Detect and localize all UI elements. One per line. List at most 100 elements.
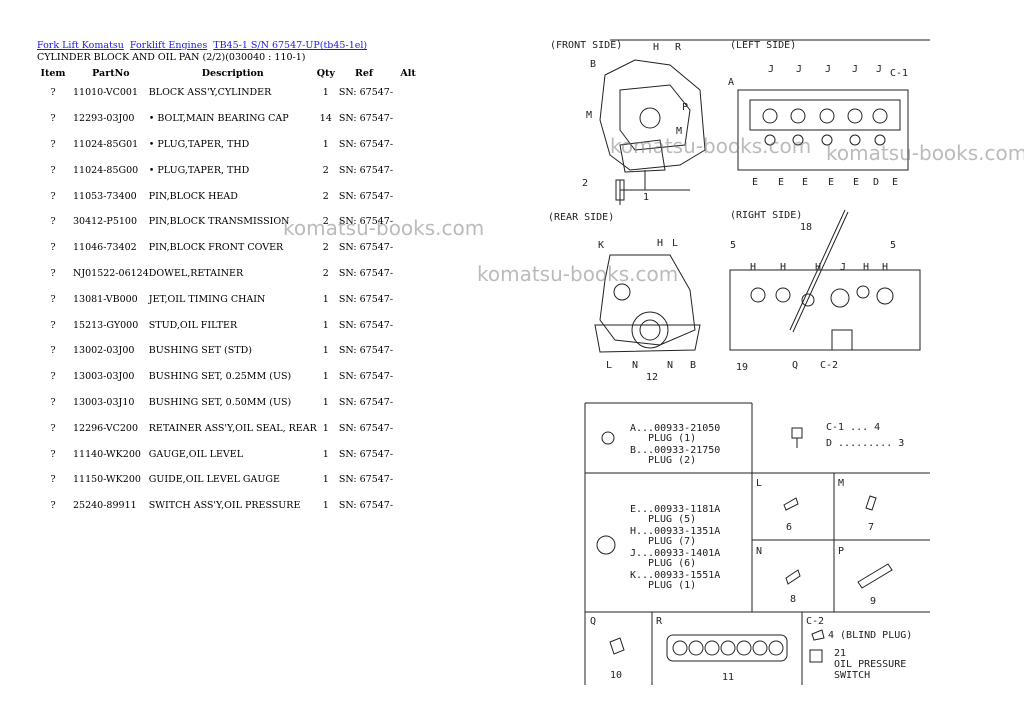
view-label-right: (RIGHT SIDE) bbox=[730, 210, 802, 221]
svg-text:D ......... 3: D ......... 3 bbox=[826, 438, 904, 449]
svg-text:E: E bbox=[853, 177, 859, 188]
svg-text:4 (BLIND PLUG): 4 (BLIND PLUG) bbox=[828, 630, 912, 641]
left-view-callouts: J J J J J C-1 A E E E E E D E bbox=[728, 64, 908, 188]
cell-qty: 2 bbox=[322, 267, 329, 279]
svg-text:B...00933-21750: B...00933-21750 bbox=[630, 445, 720, 456]
svg-text:K: K bbox=[598, 240, 604, 251]
breadcrumb-link-model[interactable]: TB45-1 S/N 67547-UP(tb45-1el) bbox=[213, 40, 368, 51]
cell-alt bbox=[393, 441, 423, 467]
cell-alt bbox=[393, 80, 423, 106]
cell-qty: 1 bbox=[322, 396, 329, 408]
svg-text:C-1: C-1 bbox=[890, 68, 908, 79]
cell-qty: 1 bbox=[322, 448, 329, 460]
svg-text:R: R bbox=[675, 42, 682, 53]
cell-ref: SN: 67547- bbox=[338, 113, 394, 125]
svg-text:J: J bbox=[825, 64, 831, 75]
svg-text:M: M bbox=[586, 110, 592, 121]
breadcrumb-link-fork-lift[interactable]: Fork Lift Komatsu bbox=[37, 40, 124, 51]
svg-text:K...00933-1551A: K...00933-1551A bbox=[630, 570, 720, 581]
svg-text:J: J bbox=[796, 64, 802, 75]
legend-cell-c2: C-2 4 (BLIND PLUG) 21 OIL PRESSURE SWITC… bbox=[806, 616, 912, 681]
svg-text:M: M bbox=[838, 478, 844, 489]
cell-ref: SN: 67547- bbox=[338, 371, 394, 383]
svg-text:H: H bbox=[815, 262, 821, 273]
front-view-callouts: H R B M P M 2 1 bbox=[582, 42, 688, 203]
cell-partno: 15213-GY000 bbox=[73, 319, 139, 331]
cell-ref: SN: 67547- bbox=[338, 242, 394, 254]
svg-text:A...00933-21050: A...00933-21050 bbox=[630, 423, 720, 434]
view-label-left: (LEFT SIDE) bbox=[730, 40, 796, 51]
svg-text:P: P bbox=[838, 546, 844, 557]
watermark-4: komatsu-books.com bbox=[477, 262, 679, 286]
cell-alt bbox=[393, 261, 423, 287]
cell-partno: 12296-VC200 bbox=[73, 422, 139, 434]
cell-description: PIN,BLOCK HEAD bbox=[148, 190, 238, 202]
cell-ref: SN: 67547- bbox=[338, 216, 394, 228]
svg-text:E: E bbox=[892, 177, 898, 188]
cell-description: • PLUG,TAPER, THD bbox=[148, 138, 250, 150]
breadcrumb-link-forklift-engines[interactable]: Forklift Engines bbox=[129, 40, 208, 51]
svg-text:C-2: C-2 bbox=[806, 616, 824, 627]
cell-description: GAUGE,OIL LEVEL bbox=[148, 448, 243, 460]
svg-text:PLUG (6): PLUG (6) bbox=[648, 558, 696, 569]
cell-alt bbox=[393, 364, 423, 390]
right-view-drawing bbox=[729, 209, 921, 351]
cell-qty: 1 bbox=[322, 87, 329, 99]
legend-cell-l: L 6 bbox=[756, 478, 799, 533]
svg-text:N: N bbox=[632, 360, 638, 371]
watermark-3: komatsu-books.com bbox=[283, 216, 485, 240]
cell-alt bbox=[393, 467, 423, 493]
cell-item: ? bbox=[50, 448, 56, 460]
watermark-1: komatsu-books.com bbox=[610, 134, 812, 158]
svg-text:J...00933-1401A: J...00933-1401A bbox=[630, 548, 720, 559]
cell-item: ? bbox=[50, 267, 56, 279]
svg-text:8: 8 bbox=[790, 594, 796, 605]
svg-text:21: 21 bbox=[834, 648, 846, 659]
legend-cd: C-1 ... 4 D ......... 3 bbox=[791, 422, 904, 449]
cell-item: ? bbox=[50, 396, 56, 408]
watermark-2: komatsu-books.com bbox=[826, 141, 1024, 165]
svg-text:M: M bbox=[676, 126, 682, 137]
svg-text:SWITCH: SWITCH bbox=[834, 670, 870, 681]
cell-partno: NJ01522-06124 bbox=[73, 267, 149, 279]
legend-ehjk: E...00933-1181A PLUG (5) H...00933-1351A… bbox=[596, 504, 720, 591]
cell-alt bbox=[393, 338, 423, 364]
svg-text:7: 7 bbox=[868, 522, 874, 533]
svg-text:H: H bbox=[882, 262, 888, 273]
header-alt: Alt bbox=[400, 67, 416, 79]
cell-ref: SN: 67547- bbox=[338, 190, 394, 202]
cell-item: ? bbox=[50, 293, 56, 305]
cell-item: ? bbox=[50, 319, 56, 331]
svg-text:L: L bbox=[756, 478, 762, 489]
cell-partno: 13002-03J00 bbox=[73, 345, 135, 357]
cell-qty: 2 bbox=[322, 242, 329, 254]
cell-qty: 1 bbox=[322, 138, 329, 150]
cell-partno: 13003-03J10 bbox=[73, 396, 135, 408]
svg-text:Q: Q bbox=[792, 360, 798, 371]
legend-cell-r: R 11 bbox=[656, 616, 788, 683]
svg-text:B: B bbox=[590, 59, 596, 70]
cell-description: GUIDE,OIL LEVEL GAUGE bbox=[148, 474, 280, 486]
cell-alt bbox=[393, 132, 423, 158]
legend-grid bbox=[584, 402, 930, 685]
svg-text:PLUG (2): PLUG (2) bbox=[648, 455, 696, 466]
cell-partno: 12293-03J00 bbox=[73, 113, 135, 125]
svg-text:J: J bbox=[768, 64, 774, 75]
svg-text:H: H bbox=[653, 42, 659, 53]
svg-text:OIL PRESSURE: OIL PRESSURE bbox=[834, 659, 906, 670]
cell-qty: 1 bbox=[322, 474, 329, 486]
cell-alt bbox=[393, 312, 423, 338]
cell-partno: 30412-P5100 bbox=[73, 216, 137, 228]
cell-qty: 2 bbox=[322, 216, 329, 228]
cell-partno: 11010-VC001 bbox=[73, 87, 139, 99]
cell-qty: 2 bbox=[322, 190, 329, 202]
svg-text:H: H bbox=[657, 238, 663, 249]
svg-text:J: J bbox=[876, 64, 882, 75]
svg-text:E: E bbox=[828, 177, 834, 188]
legend-cell-m: M 7 bbox=[838, 478, 877, 533]
cell-partno: 13081-VB000 bbox=[73, 293, 138, 305]
